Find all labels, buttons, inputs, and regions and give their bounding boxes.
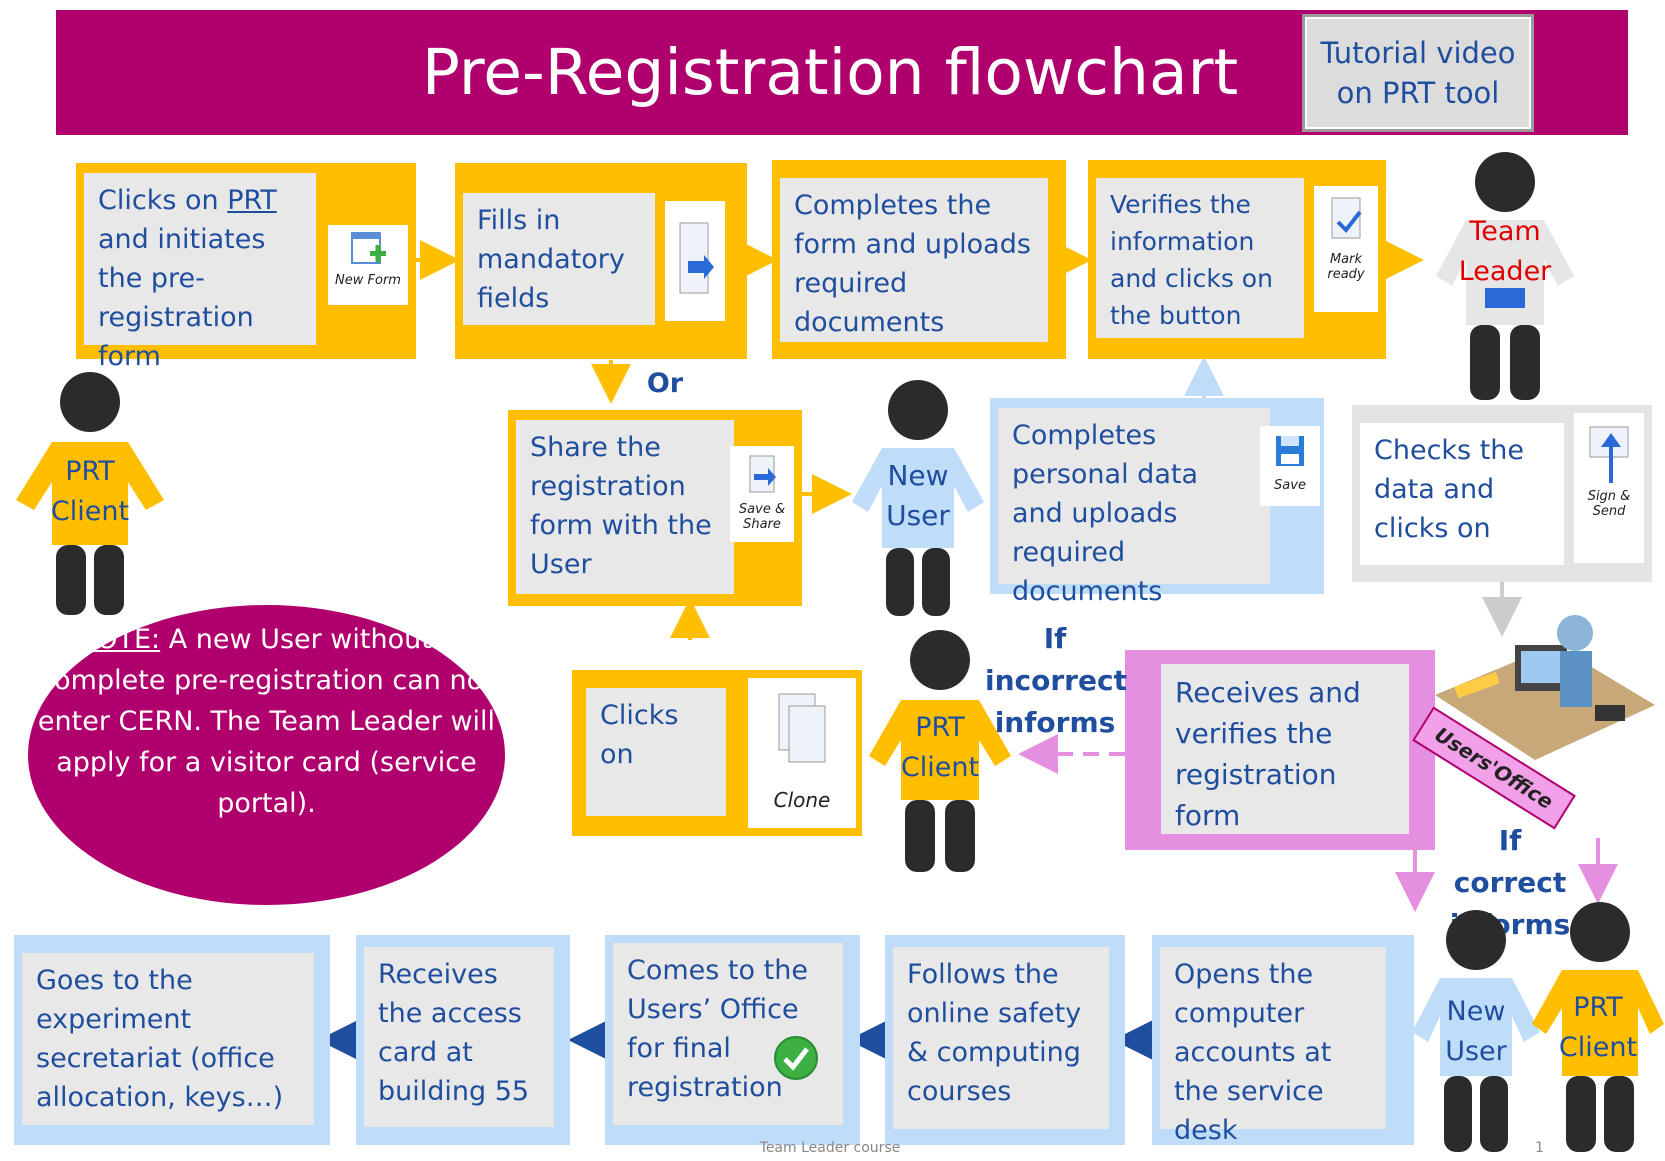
page-arrow-icon [665,201,725,321]
prt-client-label-middle: PRT Client [900,712,980,783]
complete-personal-text: Completes personal data and uploads requ… [998,408,1270,607]
step-fills-text: Fills in mandatory fields [463,193,655,325]
prt-client-label-bottom: PRT Client [1558,992,1638,1063]
step-final-registration-box: Comes to the Users’ Office for final reg… [605,935,860,1145]
mark-ready-icon: Mark ready [1314,186,1378,312]
checkmark-icon [774,1036,818,1080]
prt-link[interactable]: PRT [227,185,277,216]
step-fills-box: Fills in mandatory fields [455,163,747,359]
team-leader-label: Team Leader [1458,216,1552,287]
prt-client-figure-bottom: PRT Client [1530,900,1665,1157]
prt-client-figure-middle: PRT Client [865,628,1015,878]
new-user-figure-middle: New User [848,380,988,620]
clone-icon: Clone [748,678,856,828]
step-verifies-box: Verifies the information and clicks on t… [1088,160,1386,359]
note-ellipse: NOTE: A new User without a complete pre-… [28,605,505,905]
step-completes-form-text: Completes the form and uploads required … [780,178,1048,342]
if-correct-label: If correct informs [1449,824,1571,941]
step-completes-form-box: Completes the form and uploads required … [772,160,1066,359]
page-number: 1 [1535,1140,1544,1156]
share-text: Share the registration form with the Use… [516,420,734,594]
step-final-registration-text: Comes to the Users’ Office for final reg… [613,943,843,1125]
save-share-icon: Save & Share [730,446,794,542]
receives-text: Receives and verifies the registration f… [1161,664,1409,834]
step-accounts-text: Opens the computer accounts at the servi… [1160,947,1386,1146]
step-courses-box: Follows the online safety & computing co… [885,935,1125,1145]
footer-course: Team Leader course [759,1140,901,1156]
checks-box: Checks the data and clicks on Sign & Sen… [1352,405,1652,582]
clone-box: Clicks on Clone [572,670,862,836]
step-courses-text: Follows the online safety & computing co… [893,947,1109,1129]
prt-client-label-left: PRT Client [50,456,130,527]
step-secretariat-text: Goes to the experiment secretariat (offi… [22,953,314,1125]
new-user-figure-bottom: New User [1412,910,1542,1157]
complete-personal-box: Completes personal data and uploads requ… [990,398,1324,607]
step-access-card-text: Receives the access card at building 55 [364,947,554,1127]
prt-client-figure-left: PRT Client [14,370,164,620]
new-user-label-middle: New User [886,459,950,532]
step-initiate-text: Clicks on PRT and initiates the pre-regi… [84,173,316,372]
tutorial-video-button[interactable]: Tutorial video on PRT tool [1302,14,1534,132]
step-accounts-box: Opens the computer accounts at the servi… [1152,935,1414,1146]
new-form-icon: New Form [328,225,408,305]
step-initiate-box: Clicks on PRT and initiates the pre-regi… [76,163,416,372]
step-secretariat-box: Goes to the experiment secretariat (offi… [14,935,330,1145]
page-title: Pre-Registration flowchart [421,36,1239,109]
clone-text: Clicks on [586,688,726,816]
step-access-card-box: Receives the access card at building 55 [356,935,570,1145]
or-label: Or [646,368,684,399]
checks-text: Checks the data and clicks on [1360,423,1564,565]
users-office-desk-icon [1435,615,1655,760]
save-icon: Save [1260,426,1320,506]
receives-box: Receives and verifies the registration f… [1125,650,1435,850]
team-leader-figure: Team Leader [1430,150,1580,405]
if-incorrect-label: If incorrect informs [985,622,1127,739]
step-verifies-text: Verifies the information and clicks on t… [1096,178,1304,338]
new-user-label-bottom: New User [1445,996,1507,1067]
share-box: Share the registration form with the Use… [508,410,802,606]
sign-send-icon: Sign & Send [1574,413,1644,563]
